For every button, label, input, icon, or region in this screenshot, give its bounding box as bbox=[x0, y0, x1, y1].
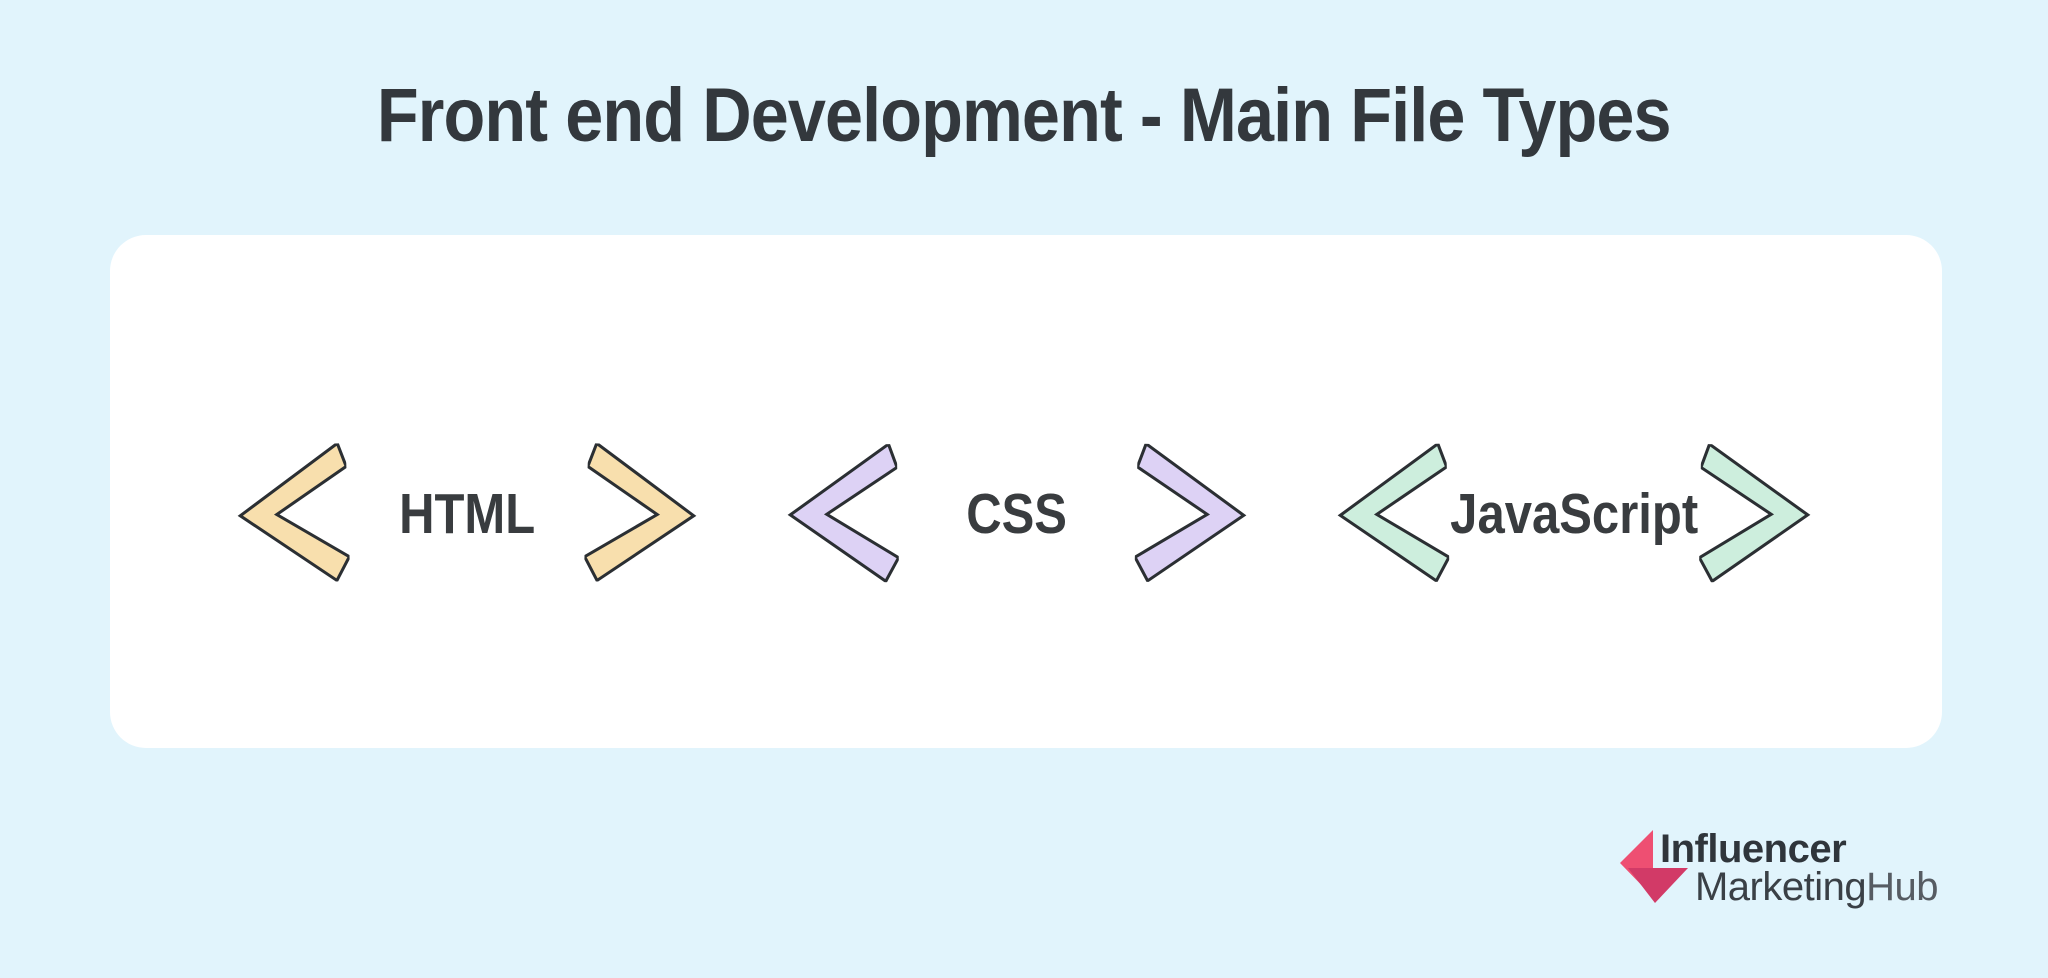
logo-word-hub: Hub bbox=[1866, 865, 1938, 909]
logo-word-marketing: Marketing bbox=[1694, 865, 1867, 909]
file-type-javascript: JavaScript bbox=[1336, 443, 1812, 584]
right-angle-bracket-icon bbox=[1133, 443, 1246, 584]
influencer-marketinghub-logo: Influencer MarketingHub bbox=[1619, 827, 1939, 909]
logo-wordmark: Influencer MarketingHub bbox=[1659, 827, 1939, 909]
right-angle-bracket-icon bbox=[583, 443, 697, 583]
file-type-html: HTML bbox=[236, 443, 698, 583]
logo-dark-triangle bbox=[1627, 868, 1688, 903]
file-type-css: CSS bbox=[786, 443, 1247, 584]
left-angle-bracket-shape bbox=[787, 444, 900, 584]
left-angle-bracket-icon bbox=[787, 444, 900, 584]
right-angle-bracket-shape bbox=[583, 443, 697, 583]
content-card: HTML CSS JavaScript bbox=[110, 235, 1942, 748]
left-angle-bracket-icon bbox=[1337, 443, 1450, 584]
logo-line-marketinghub: MarketingHub bbox=[1660, 865, 1939, 909]
file-type-label: HTML bbox=[399, 481, 536, 546]
file-type-label: JavaScript bbox=[1449, 481, 1698, 546]
file-types-row: HTML CSS JavaScript bbox=[110, 443, 1942, 584]
page-title-text: Front end Development - Main File Types bbox=[377, 73, 1672, 158]
influencer-marketinghub-arrow-icon bbox=[1619, 830, 1688, 903]
left-angle-bracket-icon bbox=[237, 443, 351, 583]
left-angle-bracket-shape bbox=[237, 443, 351, 583]
logo-line-influencer: Influencer bbox=[1659, 827, 1847, 871]
file-type-label: CSS bbox=[966, 481, 1068, 546]
right-angle-bracket-shape bbox=[1698, 444, 1811, 584]
right-angle-bracket-shape bbox=[1133, 443, 1246, 584]
left-angle-bracket-shape bbox=[1337, 443, 1450, 584]
page-title: Front end Development - Main File Types bbox=[0, 78, 2048, 154]
right-angle-bracket-icon bbox=[1698, 444, 1811, 584]
